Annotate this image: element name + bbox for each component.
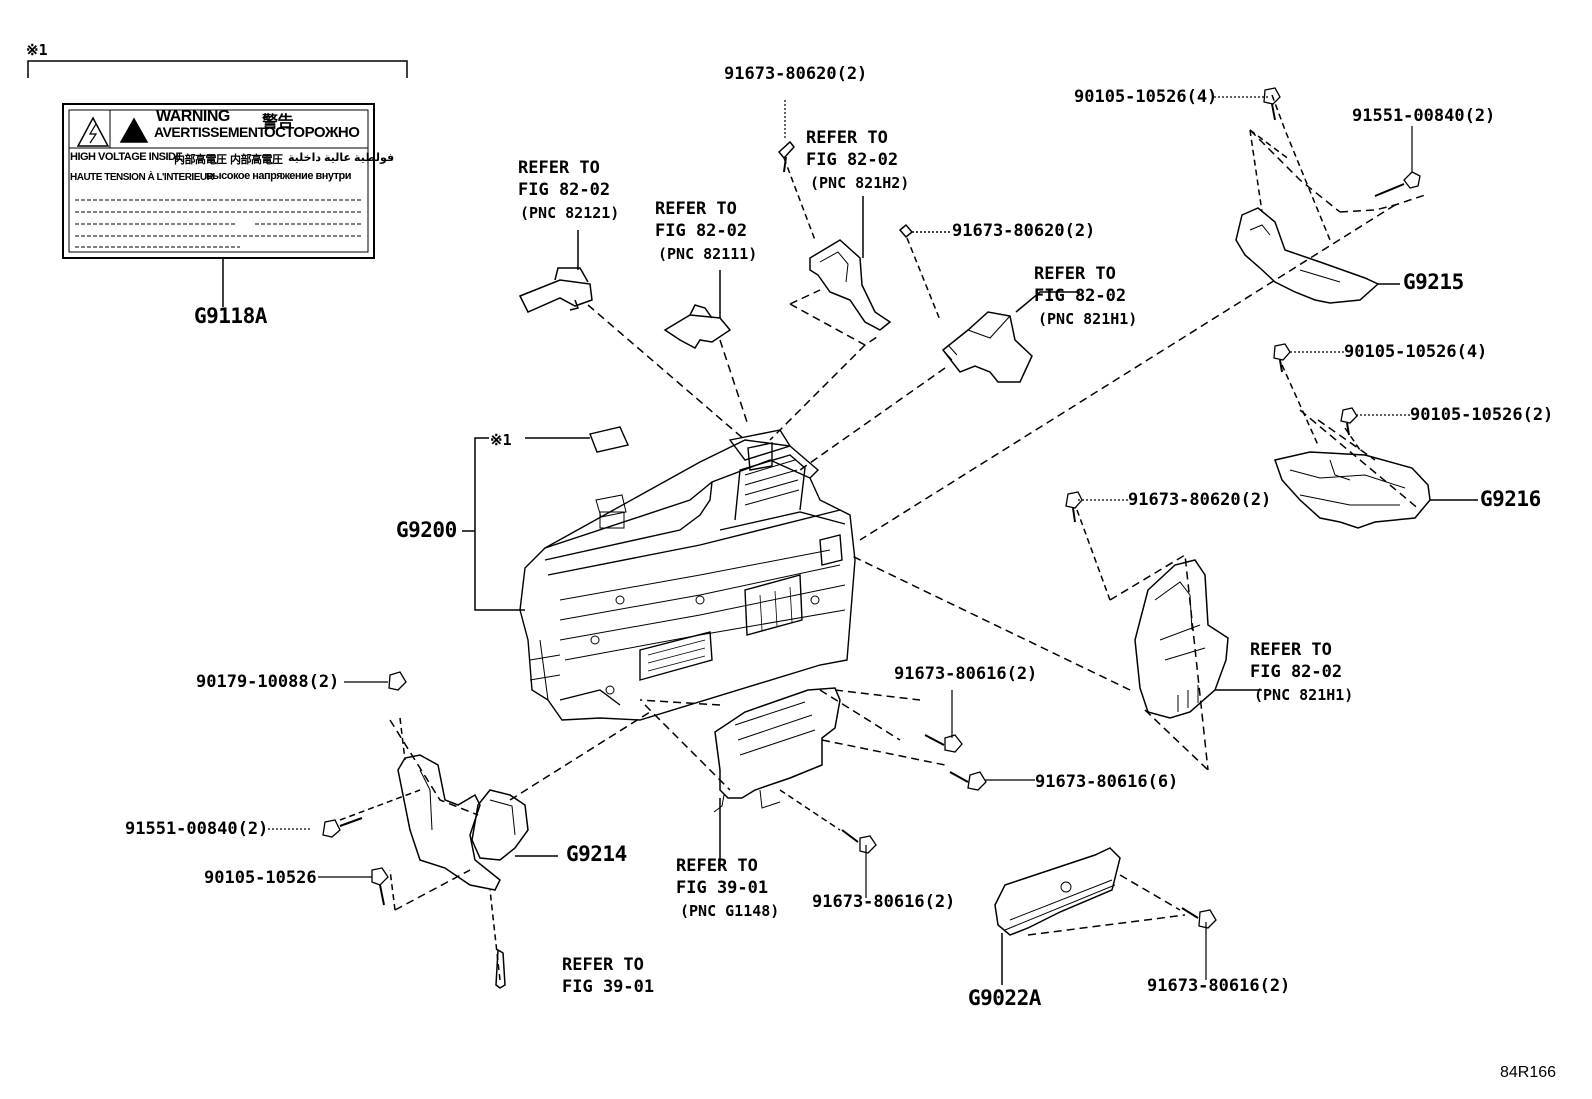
connector-82111 <box>663 270 749 426</box>
fastener-91551-00840-a: 91551-00840(2) <box>1352 106 1496 126</box>
part-g9022a: G9022A <box>968 986 1041 1010</box>
note-bracket <box>27 60 408 78</box>
module-g1148 <box>639 687 946 868</box>
high-voltage-ar: فولطية عالية داخلية <box>288 152 395 164</box>
ref-82111-pnc: (PNC 82111) <box>658 245 758 263</box>
note-mark: ※1 <box>26 41 48 59</box>
part-g9216: G9216 <box>1480 487 1541 511</box>
fastener-91551-00840-b: 91551-00840(2) <box>125 819 269 839</box>
ostorozhno-word: ОСТОРОЖНО <box>264 124 360 141</box>
ref-39-01-line2: FIG 39-01 <box>562 977 655 997</box>
ref-821h1-right-pnc: (PNC 821H1) <box>1254 686 1354 704</box>
part-g9215: G9215 <box>1403 270 1464 294</box>
bracket-821h2 <box>769 140 892 441</box>
ref-821h2-pnc: (PNC 821H2) <box>810 174 910 192</box>
ref-821h1-right-line2: FIG 82-02 <box>1250 662 1343 682</box>
ref-82111-line2: FIG 82-02 <box>655 221 748 241</box>
part-g9200: G9200 <box>396 518 457 542</box>
fastener-90179-10088: 90179-10088(2) <box>196 672 340 692</box>
warning-word-jp: 警告 <box>262 114 294 131</box>
fastener-91673-80620-a: 91673-80620(2) <box>724 64 868 84</box>
bracket-g9215 <box>859 94 1426 541</box>
diagram-code: 84R166 <box>1500 1064 1557 1081</box>
avertissement-word: AVERTISSEMENT <box>154 124 266 140</box>
fastener-90105-10526-c: 90105-10526(2) <box>1410 405 1554 425</box>
high-voltage-cn: 内部高電圧 <box>230 154 283 166</box>
ref-82121-pnc: (PNC 82121) <box>520 204 620 222</box>
haute-tension-text: HAUTE TENSION À L'INTERIEUR <box>70 172 214 183</box>
warning-word: WARNING <box>156 108 230 125</box>
ref-82121-line1: REFER TO <box>518 158 600 178</box>
fastener-90105-10526-d: 90105-10526 <box>204 868 317 888</box>
ref-821h1-top-line2: FIG 82-02 <box>1034 286 1127 306</box>
fastener-90105-10526-a: 90105-10526(4) <box>1074 87 1218 107</box>
bracket-g9214 <box>339 711 651 989</box>
fastener-91673-80616-b: 91673-80616(6) <box>1035 772 1179 792</box>
ref-821h1-top-pnc: (PNC 821H1) <box>1038 310 1138 328</box>
ref-82121-line2: FIG 82-02 <box>518 180 611 200</box>
bracket-g9216 <box>1274 364 1478 529</box>
fastener-91673-80616-d: 91673-80616(2) <box>1147 976 1291 996</box>
ref-g1148-pnc: (PNC G1148) <box>680 902 780 920</box>
ref-g1148-line2: FIG 39-01 <box>676 878 769 898</box>
note-mark-inverter: ※1 <box>490 431 512 449</box>
cover-g9022a <box>994 847 1186 985</box>
high-voltage-text: HIGH VOLTAGE INSIDE <box>70 151 183 163</box>
ref-g1148-line1: REFER TO <box>676 856 758 876</box>
inverter-assembly <box>519 426 856 721</box>
vysokoe-text: высокое напряжение внутри <box>206 170 352 182</box>
warning-label <box>62 103 375 307</box>
ref-82111-line1: REFER TO <box>655 199 737 219</box>
ref-821h2-line2: FIG 82-02 <box>806 150 899 170</box>
part-g9118a: G9118A <box>194 304 267 328</box>
fastener-91673-80616-c: 91673-80616(2) <box>812 892 956 912</box>
fastener-91673-80620-c: 91673-80620(2) <box>1128 490 1272 510</box>
module-821h1-right <box>849 509 1262 771</box>
connector-82121 <box>518 230 746 441</box>
fastener-91673-80620-b: 91673-80620(2) <box>952 221 1096 241</box>
ref-821h1-right-line1: REFER TO <box>1250 640 1332 660</box>
fastener-90105-10526-b: 90105-10526(4) <box>1344 342 1488 362</box>
fasteners <box>322 87 1421 929</box>
leader-lines <box>268 96 1413 980</box>
ref-821h2-line1: REFER TO <box>806 128 888 148</box>
ref-39-01-line1: REFER TO <box>562 955 644 975</box>
sensor-821h1-top <box>799 223 1080 471</box>
part-g9214: G9214 <box>566 842 627 866</box>
fastener-91673-80616-a: 91673-80616(2) <box>894 664 1038 684</box>
high-voltage-jp: 内部高電圧 <box>174 154 227 166</box>
ref-821h1-top-line1: REFER TO <box>1034 264 1116 284</box>
